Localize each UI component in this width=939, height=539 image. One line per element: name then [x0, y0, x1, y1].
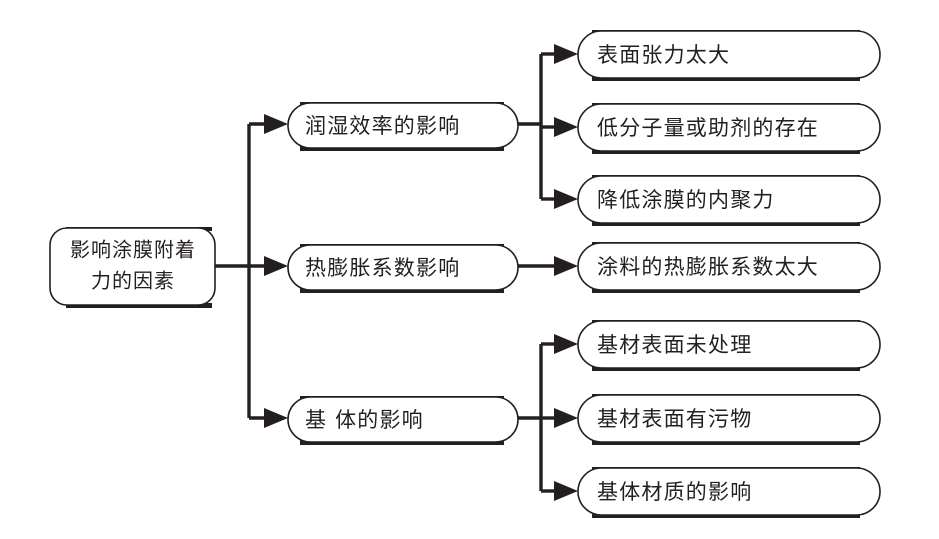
node-root-box [49, 227, 216, 306]
node-branch-wetting-label: 润湿效率的影响 [305, 114, 460, 138]
arrow-head-branch-3-to-leaf-2 [554, 408, 578, 428]
node-leaf-cohesion-label: 降低涂膜的内聚力 [597, 188, 775, 212]
arrow-head-branch-3-to-leaf-3 [554, 481, 578, 501]
node-leaf-contamination-label: 基材表面有污物 [597, 407, 752, 431]
node-branch-thermal-label: 热膨胀系数影响 [305, 256, 460, 280]
arrow-head-branch-1-to-leaf-1 [554, 44, 578, 64]
node-leaf-untreated-box [577, 320, 881, 369]
node-leaf-untreated-label: 基材表面未处理 [597, 333, 752, 357]
node-leaf-contamination[interactable]: 基材表面有污物 [577, 394, 881, 445]
node-leaf-material-label: 基体材质的影响 [597, 480, 752, 504]
node-leaf-surface-tension-box [577, 30, 881, 79]
node-leaf-low-molecular-box [577, 103, 881, 152]
arrow-head-branch-3-to-leaf-1 [554, 334, 578, 354]
node-root-label-line2: 力的因素 [91, 269, 175, 293]
node-leaf-coating-expansion[interactable]: 涂料的热膨胀系数太大 [577, 242, 881, 293]
connector-group-branch-1 [518, 44, 578, 209]
node-branch-wetting-box [287, 102, 519, 149]
node-leaf-untreated[interactable]: 基材表面未处理 [577, 320, 881, 371]
node-leaf-material-box [577, 467, 881, 516]
connector-group-root [215, 114, 288, 428]
node-leaf-low-molecular-label: 低分子量或助剂的存在 [597, 116, 819, 140]
node-leaf-surface-tension-label: 表面张力太大 [597, 43, 730, 67]
node-leaf-contamination-box [577, 394, 881, 443]
arrow-head-root-to-branch-1 [264, 114, 288, 134]
node-branch-thermal-box [287, 244, 519, 291]
node-branch-substrate[interactable]: 基 体的影响 [287, 396, 519, 445]
node-root[interactable]: 影响涂膜附着 力的因素 [49, 227, 216, 308]
node-leaf-coating-expansion-box [577, 242, 881, 291]
arrow-head-branch-1-to-leaf-3 [554, 189, 578, 209]
node-branch-thermal[interactable]: 热膨胀系数影响 [287, 244, 519, 293]
arrow-head-branch-2-to-leaf-1 [554, 256, 578, 276]
connector-group-branch-2 [518, 256, 578, 276]
node-leaf-cohesion-box [577, 175, 881, 224]
node-leaf-cohesion[interactable]: 降低涂膜的内聚力 [577, 175, 881, 226]
node-leaf-surface-tension[interactable]: 表面张力太大 [577, 30, 881, 81]
node-branch-substrate-box [287, 396, 519, 443]
arrow-head-root-to-branch-3 [264, 408, 288, 428]
node-leaf-coating-expansion-label: 涂料的热膨胀系数太大 [597, 255, 819, 279]
node-leaf-low-molecular[interactable]: 低分子量或助剂的存在 [577, 103, 881, 154]
node-branch-substrate-label: 基 体的影响 [305, 408, 424, 432]
arrow-head-branch-1-to-leaf-2 [554, 117, 578, 137]
node-branch-wetting[interactable]: 润湿效率的影响 [287, 102, 519, 151]
arrow-head-root-to-branch-2 [264, 256, 288, 276]
node-root-label-line1: 影响涂膜附着 [70, 238, 196, 262]
connector-group-branch-3 [518, 334, 578, 501]
node-leaf-material[interactable]: 基体材质的影响 [577, 467, 881, 518]
